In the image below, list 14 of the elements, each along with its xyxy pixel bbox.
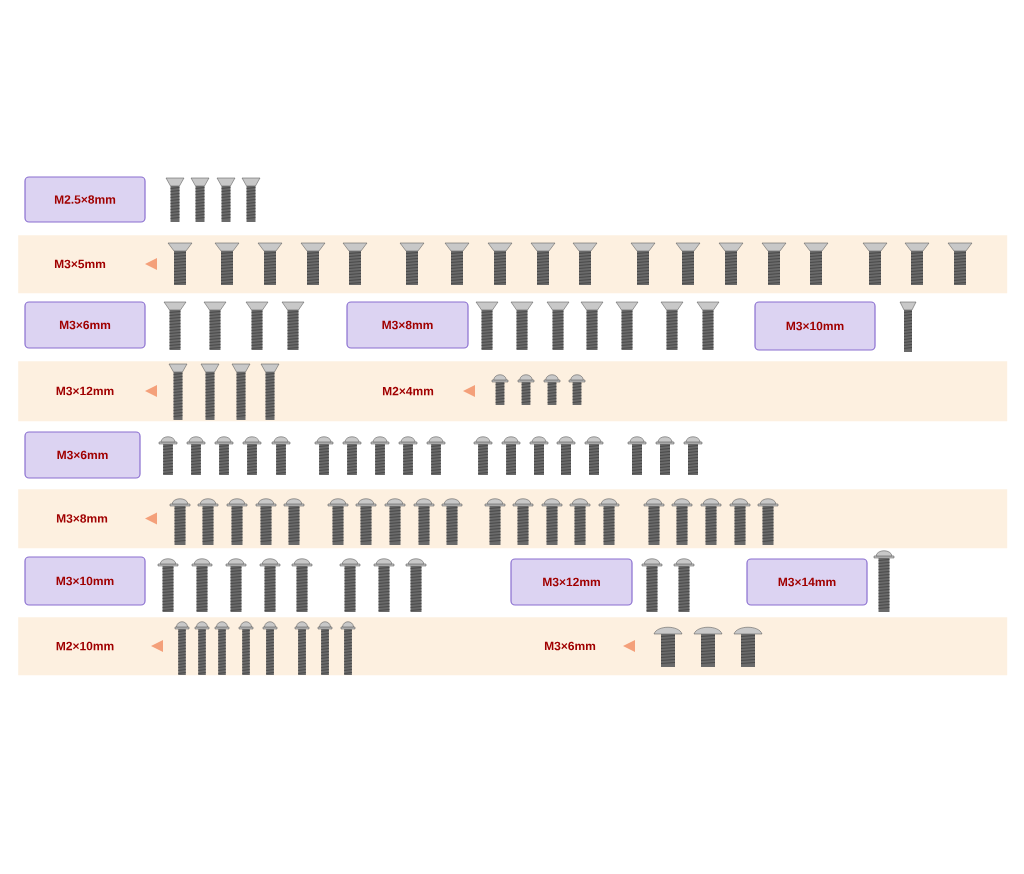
size-box: M3×6mm [24, 301, 146, 349]
size-box: M3×10mm [754, 301, 876, 351]
size-box: M2.5×8mm [24, 176, 146, 223]
size-box: M3×6mm [24, 431, 141, 479]
size-box: M3×8mm [346, 301, 469, 349]
size-label: M3×12mm [56, 386, 114, 396]
size-box: M3×12mm [510, 558, 633, 606]
size-box: M3×10mm [24, 556, 146, 606]
size-label: M3×5mm [54, 259, 106, 269]
size-label: M2×4mm [382, 386, 434, 396]
size-box: M3×14mm [746, 558, 868, 606]
size-label: M3×8mm [56, 514, 108, 523]
size-label: M3×6mm [544, 641, 596, 651]
size-label: M2×10mm [56, 641, 114, 651]
